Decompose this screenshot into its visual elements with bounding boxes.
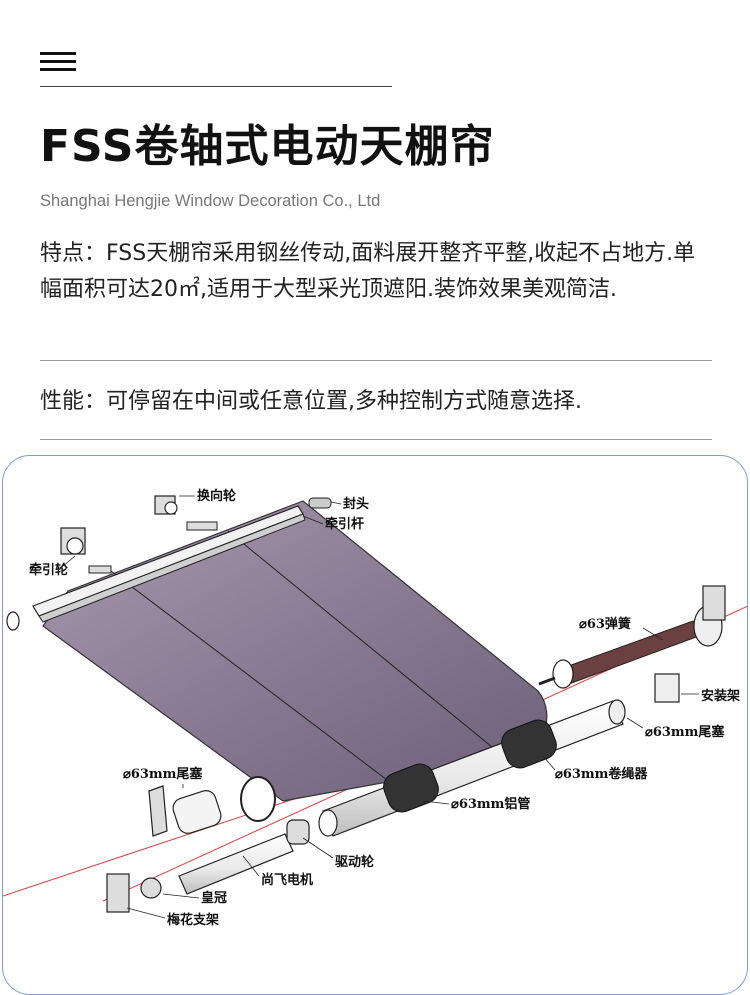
label-alu-tube: ⌀63mm铝管: [451, 796, 530, 812]
turning-wheel-slider: [186, 521, 218, 531]
page-title: FSS卷轴式电动天棚帘: [40, 121, 495, 172]
steel-wire: [110, 570, 396, 787]
label-motor: 尚飞电机: [261, 872, 313, 888]
mount-bracket-part: [654, 673, 680, 703]
tail-plug-bracket-left: [148, 785, 168, 837]
label-traction-rod: 牵引杆: [325, 516, 364, 532]
company-name: Shanghai Hengjie Window Decoration Co., …: [40, 192, 381, 210]
plum-bracket-part: [106, 873, 130, 913]
section-divider: [40, 360, 712, 361]
leader-lines: [62, 495, 699, 919]
label-plum-bracket: 梅花支架: [167, 912, 219, 928]
drive-wheel-part: [286, 819, 310, 845]
label-spring: ⌀63弹簧: [579, 616, 631, 632]
axis-line: [3, 785, 334, 897]
label-rope-tube: ⌀63mm卷绳器: [555, 766, 648, 782]
label-mount-bracket: 安装架: [701, 688, 740, 704]
exploded-diagram: 换向轮 封头 牵引杆 牵引轮 ⌀63弹簧 安装架 ⌀63mm尾塞 ⌀63mm卷绳…: [2, 455, 748, 995]
label-crown: 皇冠: [201, 890, 227, 906]
features-text: 特点：FSS天棚帘采用钢丝传动,面料展开整齐平整,收起不占地方.单幅面积可达20…: [40, 241, 696, 302]
label-tail-plug-left: ⌀63mm尾塞: [123, 766, 203, 782]
label-drive-wheel: 驱动轮: [335, 854, 374, 870]
rope-drum: [501, 719, 557, 769]
turning-wheel-icon: [164, 501, 178, 515]
label-end-cap: 封头: [343, 496, 369, 512]
tube-end: [318, 809, 338, 837]
menu-icon-bar: [40, 52, 76, 55]
exploded-diagram-svg: 换向轮 封头 牵引杆 牵引轮 ⌀63弹簧 安装架 ⌀63mm尾塞 ⌀63mm卷绳…: [3, 488, 747, 928]
traction-rod: [38, 513, 306, 623]
steel-wire: [227, 530, 504, 757]
spring-shaft: [538, 676, 556, 686]
label-traction-wheel: 牵引轮: [29, 562, 68, 578]
traction-wheel-icon: [66, 537, 84, 555]
bracket-right-top: [702, 585, 726, 621]
tail-plug-left-part: [172, 790, 222, 834]
spring-cap: [552, 659, 574, 689]
rope-drum: [383, 763, 439, 813]
menu-icon[interactable]: [40, 52, 76, 76]
fabric-roll-end: [240, 776, 276, 822]
traction-wheel-slider: [88, 565, 112, 574]
crown-part: [140, 877, 162, 899]
performance-text: 性能：可停留在中间或任意位置,多种控制方式随意选择.: [40, 389, 582, 414]
motor-part: [178, 833, 294, 895]
end-cap-part: [308, 497, 332, 509]
header-divider: [40, 86, 392, 87]
tail-plug-right-part: [608, 699, 626, 725]
menu-icon-bar: [40, 60, 76, 63]
section-divider: [40, 439, 712, 440]
label-tail-plug-right: ⌀63mm尾塞: [645, 724, 725, 740]
label-turning-wheel: 换向轮: [197, 488, 236, 504]
rod-end-cap: [6, 611, 20, 631]
menu-icon-bar: [40, 68, 76, 71]
